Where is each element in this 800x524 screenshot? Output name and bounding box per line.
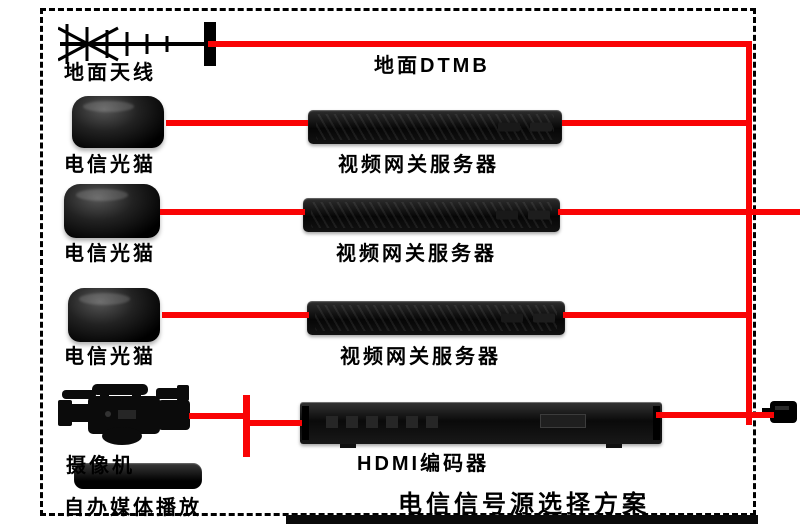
wire-antenna-to-bus [208,41,752,47]
rack-server-icon [307,301,565,335]
rack-ear-left [302,406,309,440]
wire-camera-to-bracket [189,413,245,419]
wire-right-bus [746,41,752,425]
server-label-2: 视频网关服务器 [336,243,497,265]
diagram-title: 电信信号源选择方案 [398,491,650,518]
rack-ear-right [653,406,660,440]
wire-server1-to-bus [562,120,752,126]
encoder-label: HDMI编码器 [357,453,490,475]
rack-server-icon [308,110,562,144]
encoder-foot [606,444,622,448]
dtmb-label: 地面DTMB [374,55,490,77]
dashed-border [40,8,756,516]
modem-label-3: 电信光猫 [64,346,156,368]
media-player-box-icon [74,463,202,489]
optical-modem-icon [64,184,160,238]
camcorder-icon [58,384,190,445]
wire-modem2-to-server2 [160,209,305,215]
server-label-1: 视频网关服务器 [338,154,499,176]
yagi-antenna-icon [58,22,216,66]
wire-encoder-to-connector [656,412,774,418]
wire-modem1-to-server1 [166,120,308,126]
partial-device-bar [286,515,758,524]
encoder-foot [340,444,356,448]
modem-label-2: 电信光猫 [64,243,156,265]
camera-label: 摄像机 [66,455,135,477]
optical-modem-icon [68,288,160,342]
rack-encoder-icon [300,402,662,448]
rack-server-icon [303,198,560,232]
optical-modem-icon [72,96,164,148]
antenna-label: 地面天线 [64,62,156,84]
server-label-3: 视频网关服务器 [340,346,501,368]
encoder-display [540,414,586,428]
encoder-ports [326,416,446,428]
wire-server2-to-edge [558,209,800,215]
wire-modem3-to-server3 [162,312,309,318]
wire-server3-to-bus [563,312,752,318]
wire-bracket-to-encoder [248,420,302,426]
media-player-label: 自办媒体播放 [64,497,202,519]
wire-input-bracket [243,395,250,457]
modem-label-1: 电信光猫 [64,154,156,176]
